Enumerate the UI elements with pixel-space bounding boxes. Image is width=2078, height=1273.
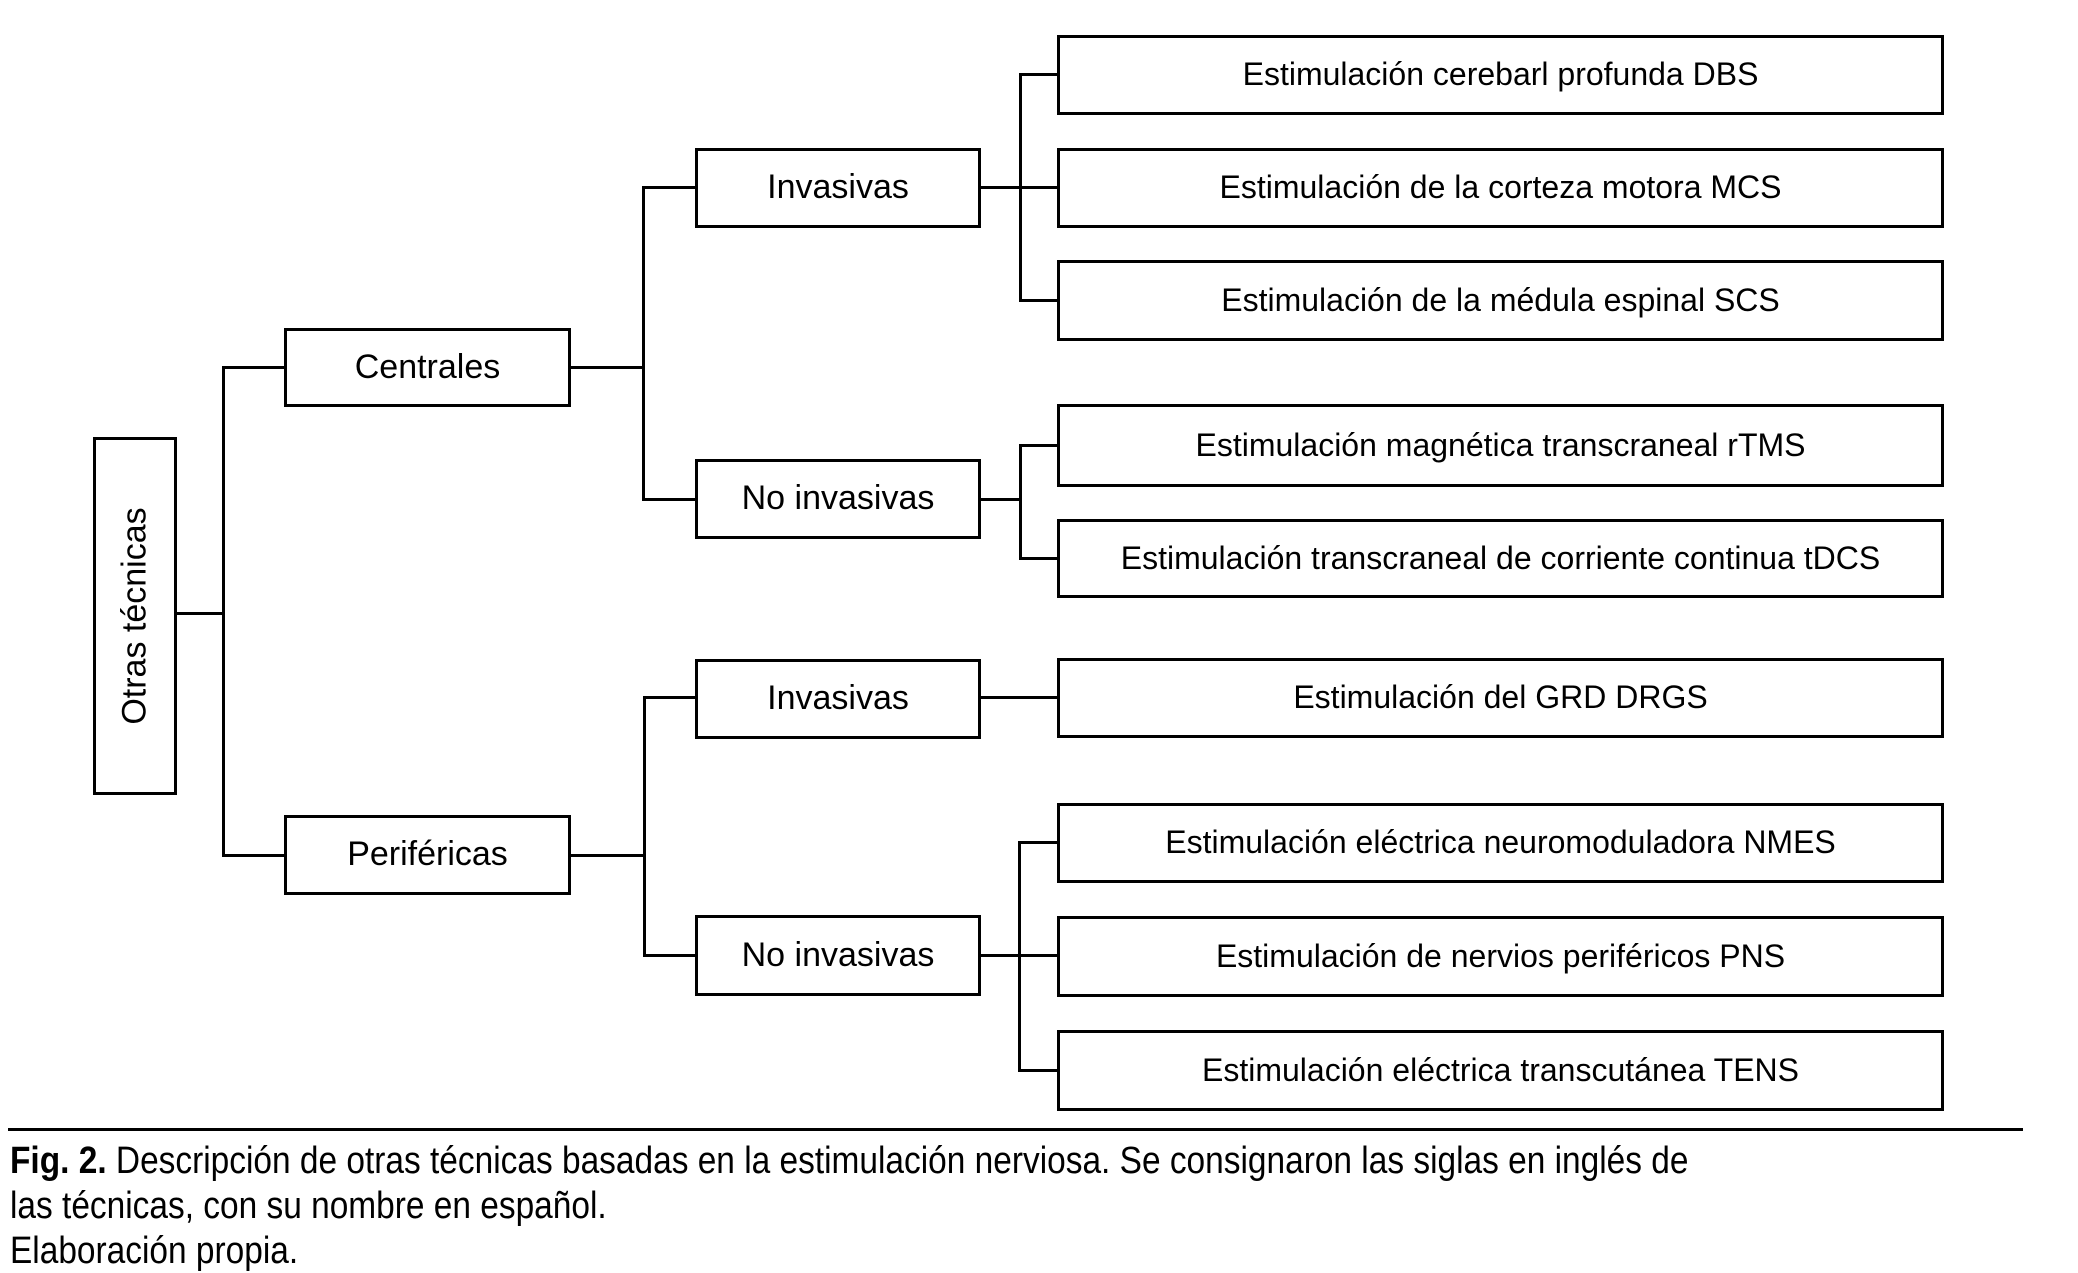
caption-line-2: las técnicas, con su nombre en español. (10, 1185, 607, 1227)
node-centrales-label: Centrales (354, 347, 501, 386)
connector-leaf-dbs (1019, 73, 1060, 76)
root-node-label: Otras técnicas (115, 507, 154, 725)
leaf-node-tens-label: Estimulación eléctrica transcutánea TENS (1201, 1051, 1799, 1088)
node-perifericas-invasivas: Invasivas (695, 659, 981, 739)
leaf-node-scs-label: Estimulación de la médula espinal SCS (1221, 281, 1780, 318)
caption-line-3: Elaboración propia. (10, 1230, 299, 1272)
connector-leaf-rtms (1019, 444, 1060, 447)
leaf-node-drgs: Estimulación del GRD DRGS (1057, 658, 1944, 738)
node-centrales: Centrales (284, 328, 571, 407)
node-centrales-invasivas: Invasivas (695, 148, 981, 228)
connector-noinvasivas-bottom-in (643, 954, 698, 957)
leaf-node-mcs: Estimulación de la corteza motora MCS (1057, 148, 1944, 228)
node-perifericas-invasivas-label: Invasivas (767, 679, 909, 718)
connector-noinvasivas-bottom-trunk (1018, 841, 1021, 1072)
figure-caption: Fig. 2. Descripción de otras técnicas ba… (10, 1139, 2078, 1273)
connector-noinvasivas-top-in (642, 498, 698, 501)
node-perifericas-no-invasivas-label: No invasivas (741, 935, 935, 974)
caption-fig-label: Fig. 2. (10, 1140, 107, 1182)
node-centrales-no-invasivas-label: No invasivas (741, 479, 935, 518)
leaf-node-dbs-label: Estimulación cerebarl profunda DBS (1242, 56, 1759, 93)
leaf-node-tdcs: Estimulación transcraneal de corriente c… (1057, 519, 1944, 598)
connector-centrales-trunk (642, 186, 645, 501)
connector-invasivas-bottom-in (643, 696, 698, 699)
leaf-node-nmes-label: Estimulación eléctrica neuromoduladora N… (1165, 824, 1836, 861)
caption-line-1-text: Descripción de otras técnicas basadas en… (115, 1140, 1689, 1182)
connector-noinvasivas-top-trunk (1019, 444, 1022, 560)
node-centrales-invasivas-label: Invasivas (767, 168, 909, 207)
connector-perifericas-in (222, 854, 287, 857)
leaf-node-pns: Estimulación de nervios periféricos PNS (1057, 916, 1944, 997)
leaf-node-nmes: Estimulación eléctrica neuromoduladora N… (1057, 803, 1944, 883)
leaf-node-pns-label: Estimulación de nervios periféricos PNS (1215, 937, 1786, 974)
connector-invasivas-top-in (642, 186, 698, 189)
node-centrales-no-invasivas: No invasivas (695, 459, 981, 539)
leaf-node-tdcs-label: Estimulación transcraneal de corriente c… (1120, 539, 1881, 576)
leaf-node-mcs-label: Estimulación de la corteza motora MCS (1219, 169, 1782, 206)
leaf-node-drgs-label: Estimulación del GRD DRGS (1293, 679, 1708, 716)
node-perifericas-no-invasivas: No invasivas (695, 915, 981, 996)
connector-leaf-tdcs (1019, 557, 1060, 560)
connector-centrales-in (222, 366, 287, 369)
caption-divider-rule (8, 1128, 2023, 1131)
leaf-node-dbs: Estimulación cerebarl profunda DBS (1057, 35, 1944, 115)
connector-perifericas-out (570, 854, 646, 857)
node-perifericas: Periféricas (284, 815, 571, 895)
connector-centrales-out (570, 366, 645, 369)
leaf-node-rtms: Estimulación magnética transcraneal rTMS (1057, 404, 1944, 487)
root-node-otras-tecnicas: Otras técnicas (93, 437, 177, 795)
connector-leaf-scs (1019, 299, 1060, 302)
leaf-node-rtms-label: Estimulación magnética transcraneal rTMS (1195, 426, 1806, 463)
leaf-node-scs: Estimulación de la médula espinal SCS (1057, 260, 1944, 341)
connector-noinvasivas-top-out (980, 498, 1022, 501)
connector-leaf-drgs (980, 696, 1057, 699)
node-perifericas-label: Periféricas (347, 835, 508, 874)
connector-leaf-tens (1018, 1069, 1060, 1072)
connector-invasivas-top-trunk (1019, 73, 1022, 302)
leaf-node-tens: Estimulación eléctrica transcutánea TENS (1057, 1030, 1944, 1111)
connector-root-stub (175, 612, 225, 615)
connector-main-trunk (222, 366, 225, 857)
connector-perifericas-trunk (643, 696, 646, 957)
connector-leaf-nmes (1018, 841, 1060, 844)
caption-line-1: Fig. 2. Descripción de otras técnicas ba… (10, 1139, 2078, 1184)
